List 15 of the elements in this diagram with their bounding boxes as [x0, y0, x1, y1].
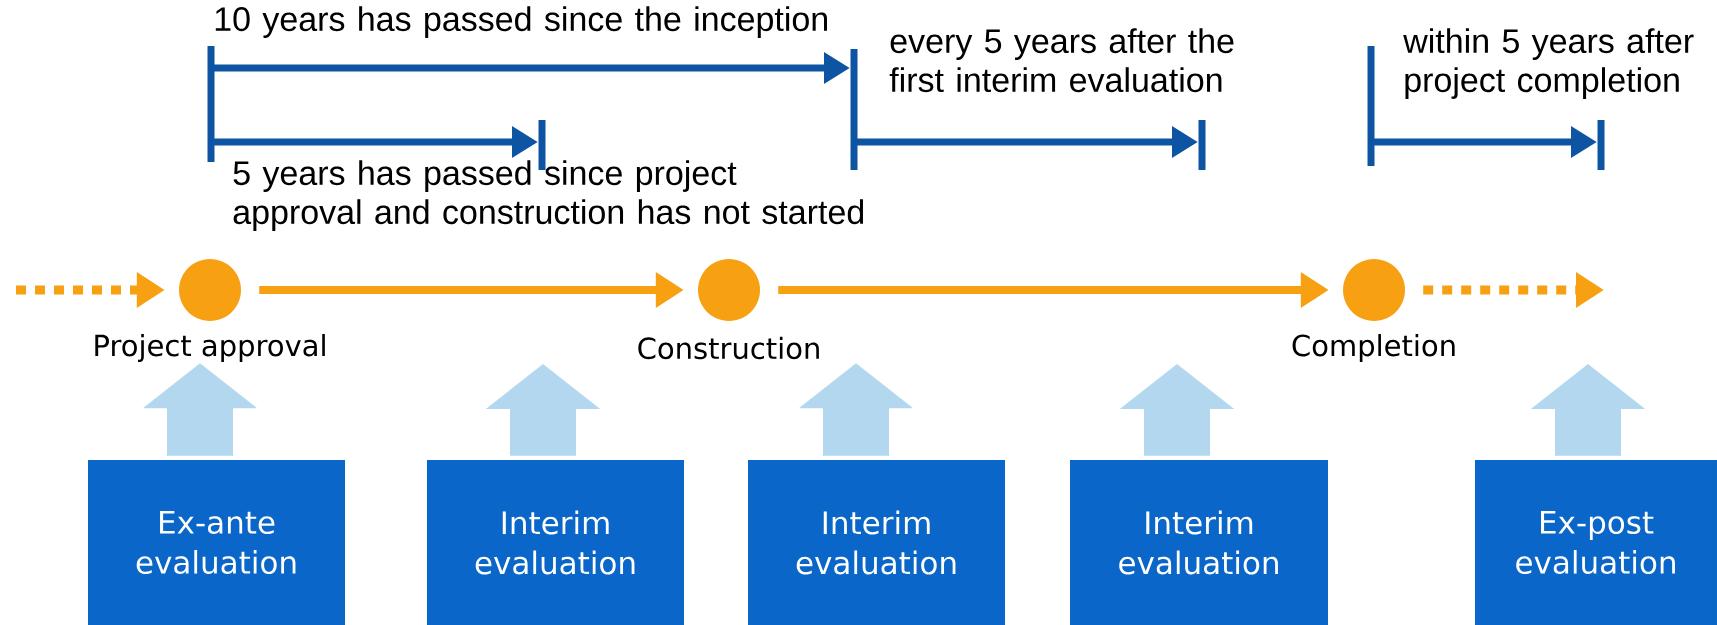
evaluation-box: Interim evaluation [748, 460, 1005, 625]
note-text: within 5 years after project completion [1403, 28, 1694, 99]
note-text: every 5 years after the first interim evaluation [889, 28, 1234, 93]
evaluation-box: Ex-ante evaluation [88, 460, 345, 625]
evaluation-box: Interim evaluation [1070, 460, 1328, 625]
note-text: 5 years has passed since project approval and construction has not started [233, 160, 864, 231]
milestone-circle [698, 259, 760, 321]
milestone-label: Construction [638, 336, 819, 360]
evaluation-box: Ex-post evaluation [1475, 460, 1717, 625]
milestone-label: Completion [1292, 333, 1455, 363]
milestone-circle [1343, 259, 1405, 321]
evaluation-box: Interim evaluation [427, 460, 684, 625]
milestone-label: Project approval [95, 333, 325, 363]
milestone-circle [179, 259, 241, 321]
note-text: 10 years has passed since the inception [215, 6, 827, 38]
